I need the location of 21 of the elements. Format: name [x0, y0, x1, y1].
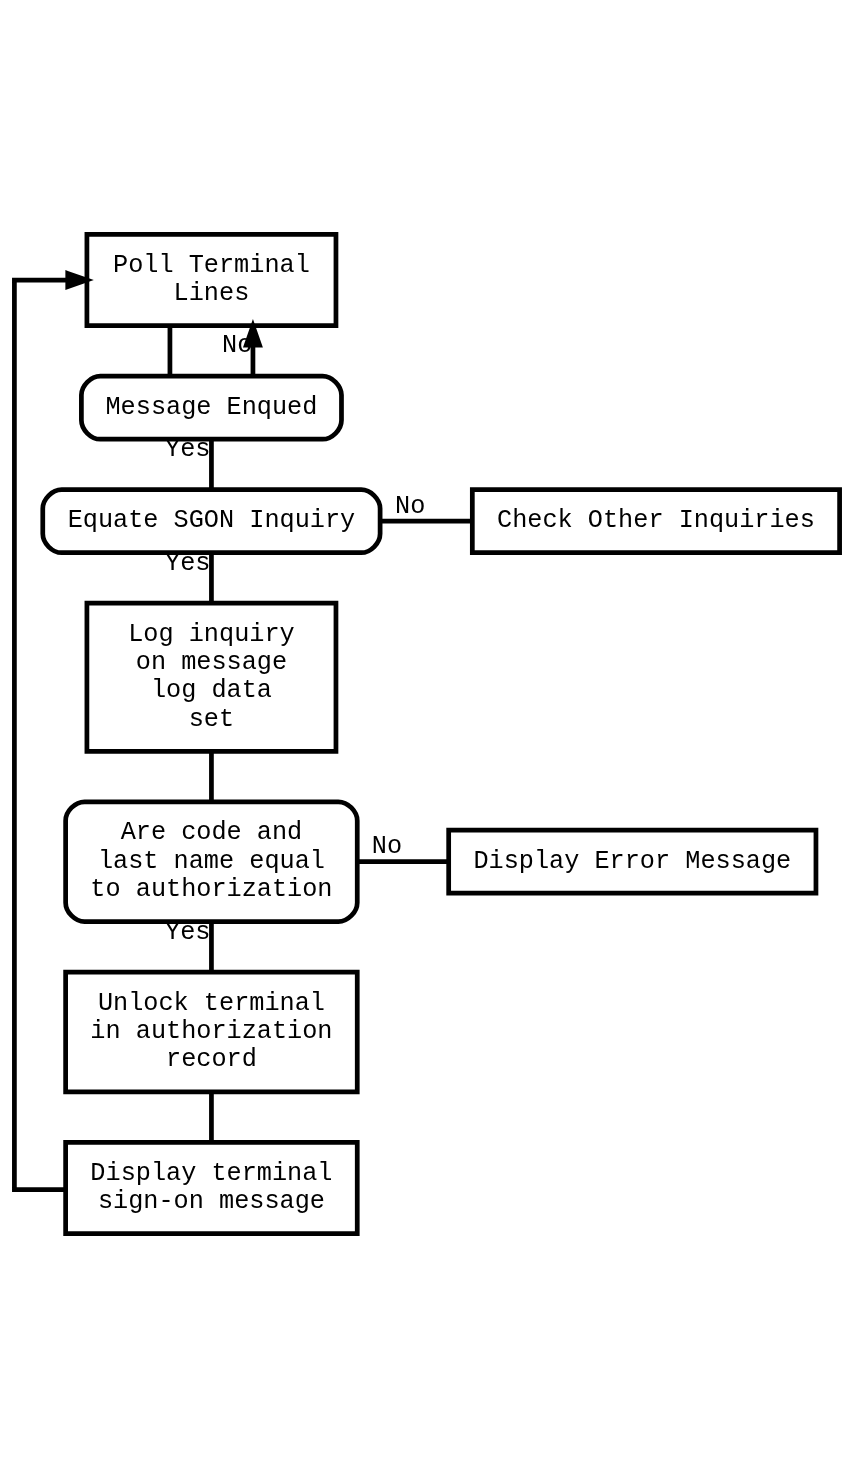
node-box: Poll Terminal Lines	[84, 231, 339, 329]
node-box: Log inquiry on message log data set	[84, 600, 339, 754]
connector	[167, 326, 173, 377]
node-box: Are code and last name equal to authorization	[63, 799, 360, 924]
node-box: Display Error Message	[446, 827, 819, 896]
edge-label: No	[371, 832, 403, 862]
connector	[209, 439, 214, 490]
node-box: Check Other Inquiries	[469, 487, 842, 556]
node-box: Equate SGON Inquiry	[40, 487, 383, 556]
node-box: Message Enqued	[79, 373, 344, 442]
edge-label: No	[395, 492, 426, 521]
arrow	[12, 270, 94, 1192]
connector	[380, 518, 472, 524]
connector	[209, 921, 214, 972]
connector	[209, 751, 214, 802]
connector	[209, 552, 214, 604]
arrow	[243, 319, 263, 377]
node-box: Display terminal sign-on message	[63, 1139, 360, 1237]
connector	[209, 1092, 214, 1142]
connector	[357, 859, 448, 865]
node-box: Unlock terminal in authorization record	[63, 969, 360, 1095]
